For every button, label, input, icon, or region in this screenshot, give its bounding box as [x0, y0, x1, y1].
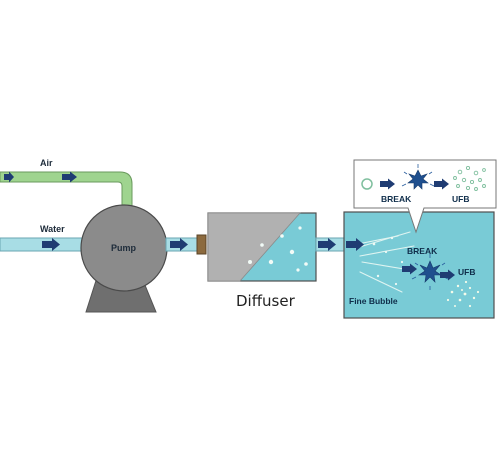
flow-arrow-icon — [42, 238, 60, 251]
bubble-ring-icon — [361, 178, 373, 190]
fine-bubble-label: Fine Bubble — [349, 296, 398, 306]
water-label: Water — [40, 224, 65, 234]
pipe-coupling — [196, 234, 207, 255]
callout-ufb-label: UFB — [452, 194, 469, 204]
diffuser — [207, 212, 317, 282]
flow-arrow-icon — [318, 238, 336, 251]
flow-arrow-icon — [62, 171, 77, 183]
starburst-icon — [411, 254, 449, 290]
pump-label: Pump — [111, 243, 137, 253]
callout-ufb-bubbles — [453, 165, 486, 191]
diffuser-label: Diffuser — [236, 292, 296, 310]
flow-arrow-icon — [380, 178, 395, 190]
tank-ufb-cloud — [446, 280, 480, 308]
tank — [343, 211, 495, 319]
flow-arrow-icon — [434, 178, 449, 190]
diffuser-bubbles — [248, 226, 308, 272]
tank-break-label: BREAK — [407, 246, 438, 256]
flow-arrow-icon — [440, 269, 455, 281]
callout-break-label: BREAK — [381, 194, 412, 204]
flow-arrows — [4, 171, 455, 281]
flow-arrow-icon — [346, 238, 364, 251]
starburst-icon — [401, 164, 435, 190]
callout-box — [353, 159, 497, 234]
flow-arrow-icon — [4, 171, 14, 183]
tank-ufb-label: UFB — [458, 267, 475, 277]
air-label: Air — [40, 158, 53, 168]
flow-arrow-icon — [402, 263, 417, 275]
tank-small-bubbles — [372, 236, 404, 286]
flow-arrow-icon — [170, 238, 188, 251]
